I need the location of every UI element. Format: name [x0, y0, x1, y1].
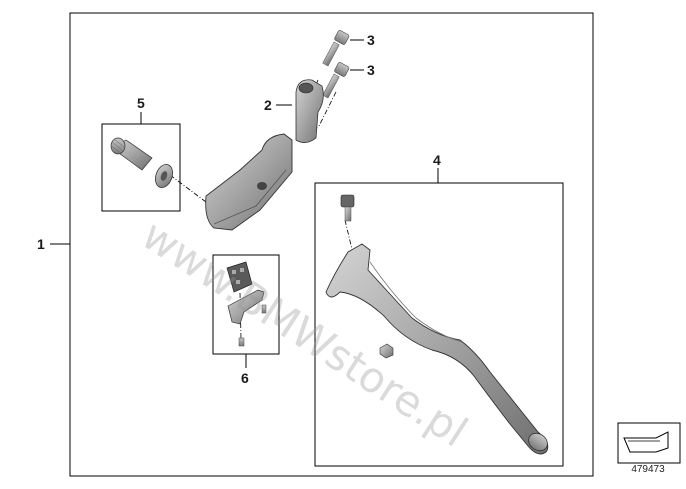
- bolt-lower: [322, 62, 350, 99]
- arrow-plate-icon: [617, 422, 681, 464]
- callout-part-6: 6: [241, 370, 249, 386]
- callout-part-5: 5: [137, 95, 145, 111]
- clamp-half: [295, 79, 324, 143]
- pivot-bolt: [340, 194, 355, 222]
- adjuster-knob: [110, 137, 153, 171]
- lever-bracket: [205, 133, 293, 231]
- clutch-lever: [325, 243, 549, 455]
- nut: [379, 343, 394, 359]
- switch-kit: [226, 261, 267, 347]
- callout-part-1: 1: [37, 236, 45, 252]
- callout-part-3-upper: 3: [367, 32, 375, 48]
- callout-part-3-lower: 3: [367, 62, 375, 78]
- bolt-upper: [322, 30, 350, 67]
- washer: [155, 163, 173, 189]
- part-4-box: [314, 182, 564, 467]
- callout-part-4: 4: [433, 152, 441, 168]
- callout-part-2: 2: [264, 97, 272, 113]
- reference-number: 479473: [631, 464, 665, 475]
